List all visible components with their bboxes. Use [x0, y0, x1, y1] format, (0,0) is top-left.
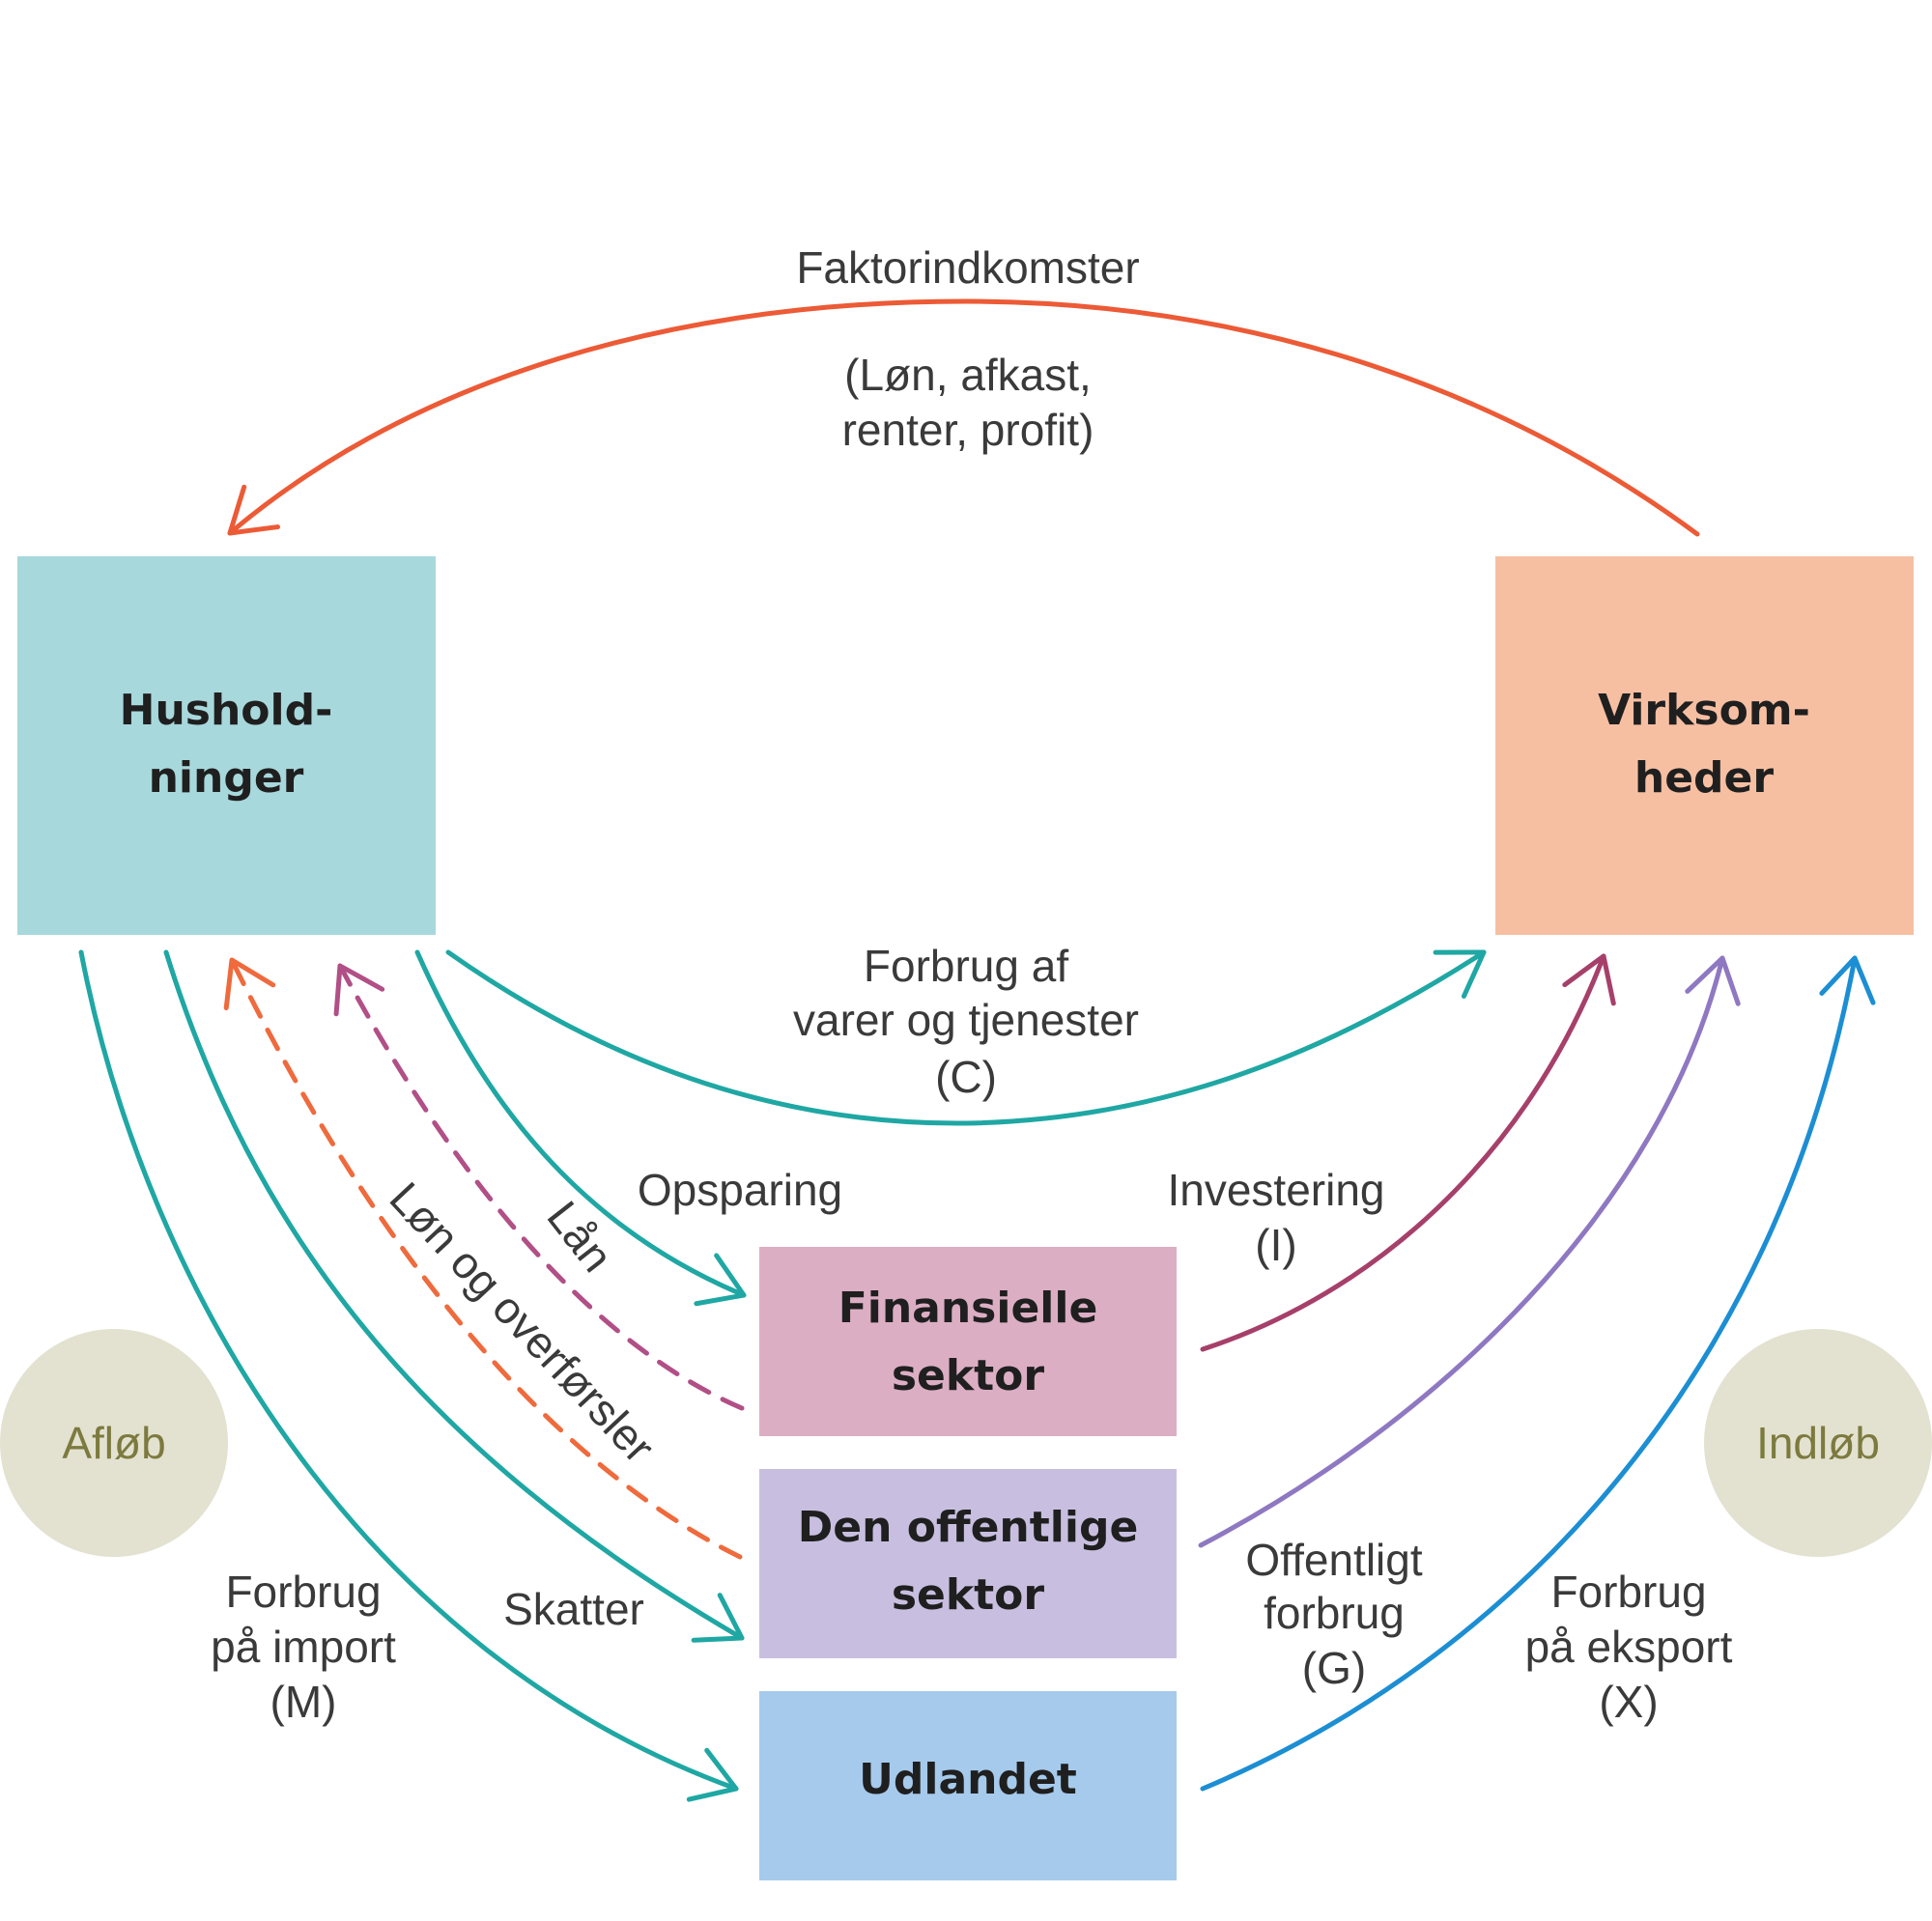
- financial-sector-box: [759, 1247, 1177, 1436]
- foreign-label: Udlandet: [859, 1755, 1077, 1804]
- public-sector-label-line1: Den offentlige: [798, 1503, 1139, 1552]
- node-foreign: Udlandet: [759, 1691, 1177, 1880]
- factor-income-label-line1: Faktorindkomster: [796, 242, 1139, 293]
- wages-transfers-arrow: [223, 957, 743, 1560]
- factor-income-label-line3: renter, profit): [842, 405, 1094, 455]
- savings-arrow: [414, 949, 747, 1307]
- households-label-line2: ninger: [149, 753, 304, 803]
- firms-box: [1495, 556, 1914, 935]
- investment-label-line1: Investering: [1167, 1165, 1384, 1215]
- injection-label: Indløb: [1756, 1418, 1880, 1468]
- exports-label-line2: på eksport: [1525, 1622, 1733, 1672]
- leakage-circle-shape: [0, 1329, 228, 1557]
- consumption-arrow: [445, 949, 1487, 1126]
- consumption-label: Forbrug af varer og tjenester (C): [793, 941, 1139, 1102]
- leakage-circle: Afløb: [0, 1329, 228, 1557]
- government-consumption-label-line2: forbrug: [1264, 1588, 1405, 1638]
- imports-label-line3: (M): [270, 1677, 337, 1727]
- factor-income-label-line2: (Løn, afkast,: [844, 350, 1092, 400]
- loans-arrow: [333, 963, 745, 1411]
- exports-label-line3: (X): [1599, 1677, 1658, 1727]
- financial-sector-label-line1: Finansielle: [838, 1284, 1098, 1333]
- government-consumption-label: Offentligt forbrug (G): [1245, 1535, 1422, 1693]
- households-box: [17, 556, 436, 935]
- investment-label: Investering (I): [1167, 1165, 1384, 1270]
- factor-income-label: Faktorindkomster (Løn, afkast, renter, p…: [796, 242, 1139, 455]
- injection-circle-shape: [1704, 1329, 1932, 1557]
- taxes-label: Skatter: [503, 1584, 644, 1634]
- public-sector-label-line2: sektor: [892, 1570, 1045, 1620]
- government-consumption-label-line3: (G): [1302, 1643, 1366, 1693]
- government-consumption-label-line1: Offentligt: [1245, 1535, 1422, 1585]
- leakage-label: Afløb: [62, 1418, 165, 1468]
- node-public-sector: Den offentlige sektor: [759, 1469, 1177, 1658]
- imports-label-line2: på import: [211, 1622, 396, 1672]
- exports-label: Forbrug på eksport (X): [1525, 1567, 1733, 1727]
- consumption-label-line2: varer og tjenester: [793, 995, 1139, 1045]
- households-label-line1: Hushold-: [120, 686, 333, 735]
- consumption-label-line1: Forbrug af: [864, 941, 1068, 991]
- government-consumption-arrow: [1198, 955, 1741, 1548]
- investment-arrow: [1200, 953, 1616, 1352]
- financial-sector-label-line2: sektor: [892, 1351, 1045, 1400]
- firms-label-line1: Virksom-: [1598, 686, 1810, 735]
- foreign-box: [759, 1691, 1177, 1880]
- taxes-arrow: [163, 949, 745, 1643]
- imports-arrow: [78, 949, 739, 1802]
- consumption-label-line3: (C): [935, 1052, 997, 1102]
- public-sector-box: [759, 1469, 1177, 1658]
- savings-label: Opsparing: [638, 1165, 842, 1215]
- exports-label-line1: Forbrug: [1550, 1567, 1706, 1617]
- imports-label-line1: Forbrug: [225, 1567, 381, 1617]
- investment-label-line2: (I): [1255, 1220, 1296, 1270]
- imports-label: Forbrug på import (M): [211, 1567, 396, 1727]
- node-financial-sector: Finansielle sektor: [759, 1247, 1177, 1436]
- factor-income-arrow: [227, 298, 1700, 537]
- node-firms: Virksom- heder: [1495, 556, 1914, 935]
- exports-arrow: [1200, 955, 1876, 1792]
- wages-transfers-label: Løn og overførsler: [381, 1172, 665, 1472]
- injection-circle: Indløb: [1704, 1329, 1932, 1557]
- firms-label-line2: heder: [1634, 753, 1775, 803]
- node-households: Hushold- ninger: [17, 556, 436, 935]
